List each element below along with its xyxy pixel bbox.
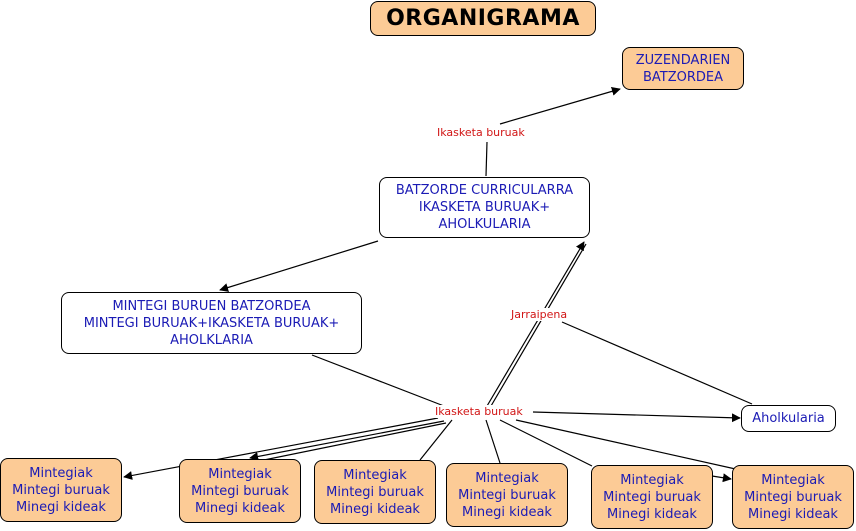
node-line: Minegi kideak [748,506,838,522]
node-line: Minegi kideak [607,506,697,522]
node-line: Mintegiak [208,466,272,482]
node-mintegiak-5: Mintegiak Mintegi buruak Minegi kideak [591,465,713,529]
edge-hub-to-mintegiak-2b [253,422,447,463]
node-line: Minegi kideak [330,501,420,517]
node-mintegiak-1: Mintegiak Mintegi buruak Minegi kideak [0,458,122,522]
node-batzorde-curricularra: BATZORDE CURRICULARRA IKASKETA BURUAK+ A… [379,177,590,238]
edge-hub-to-mintegiak-6 [515,419,741,471]
node-mintegiak-6: Mintegiak Mintegi buruak Minegi kideak [732,465,854,529]
node-line: Mintegi buruak [12,482,110,498]
edge-curricular-to-top-label [485,141,488,177]
node-line: BATZORDE CURRICULARRA [395,183,574,198]
page-title: ORGANIGRAMA [370,1,596,36]
node-mintegi-buruen-batzordea: MINTEGI BURUEN BATZORDEA MINTEGI BURUAK+… [61,292,362,354]
node-line: Mintegiak [761,472,825,488]
node-line: ZUZENDARIEN [635,52,731,68]
edge-hub-to-mintegiak-1 [123,417,439,480]
node-line: MINTEGI BURUAK+IKASKETA BURUAK+ [83,315,340,331]
link-label-ikasketa-buruak-top: Ikasketa buruak [435,126,527,139]
link-label-jarraipena: Jarraipena [509,308,570,321]
node-line: Minegi kideak [16,499,106,515]
node-line: BATZORDEA [642,69,724,85]
node-line: Mintegiak [475,470,539,486]
edge-hub-to-mintegiak-4 [485,419,501,464]
edge-hub-to-mintegiak-2 [249,420,445,461]
node-line: Mintegi buruak [326,484,424,500]
node-mintegiak-2: Mintegiak Mintegi buruak Minegi kideak [179,459,301,523]
node-line: MINTEGI BURUEN BATZORDEA [112,298,311,314]
node-line: Mintegi buruak [191,483,289,499]
node-line: Mintegi buruak [603,489,701,505]
node-line: IKASKETA BURUAK+ [418,200,551,215]
node-line: Aholkularia [752,411,825,426]
edge-hub-to-curricular-b [490,243,587,407]
node-mintegiak-4: Mintegiak Mintegi buruak Minegi kideak [446,463,568,527]
node-line: Minegi kideak [195,500,285,516]
edge-hub-to-curricular-a [486,241,585,407]
node-zuzendarien-batzordea: ZUZENDARIEN BATZORDEA [622,47,744,90]
edge-hub-to-aholkularia [532,411,741,423]
link-label-ikasketa-buruak-hub: Ikasketa buruak [433,405,525,418]
node-line: Mintegi buruak [744,489,842,505]
node-aholkularia: Aholkularia [741,405,836,432]
node-mintegiak-3: Mintegiak Mintegi buruak Minegi kideak [314,460,436,524]
edge-mintegi-buruen-to-hub [311,354,445,407]
edge-hub-to-mintegiak-5 [499,419,593,467]
node-line: Minegi kideak [462,504,552,520]
node-line: Mintegiak [343,467,407,483]
edge-curricular-to-mintegi-buruen [219,240,379,292]
edge-hub-to-mintegiak-3 [419,419,453,461]
node-line: Mintegiak [29,465,93,481]
edge-aholkularia-to-jarraipena [561,321,753,405]
node-line: AHOLKLARIA [170,332,253,348]
node-line: Mintegi buruak [458,487,556,503]
node-line: AHOLKULARIA [438,217,531,232]
edge-mintegiak-5-to-6 [711,473,732,483]
edge-top-label-to-zuzendarien [499,86,621,125]
node-line: Mintegiak [620,472,684,488]
